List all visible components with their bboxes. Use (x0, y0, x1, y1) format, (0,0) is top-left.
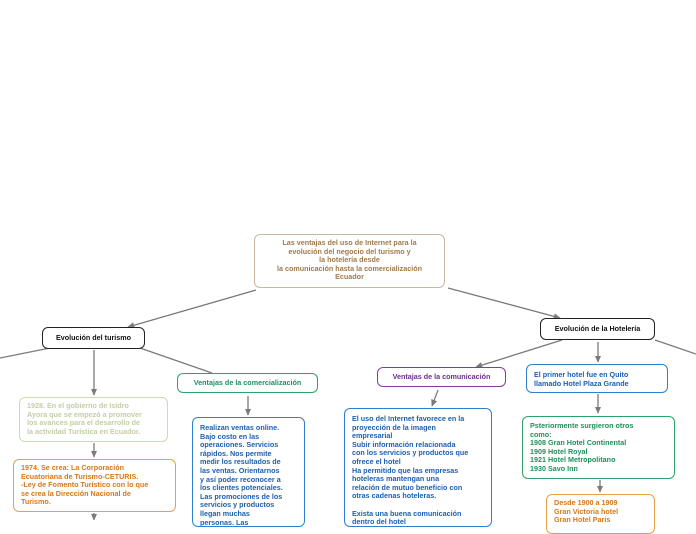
node-primer-hotel[interactable]: El primer hotel fue en Quito llamado Hot… (526, 364, 668, 393)
link-hoteleria-comunicacion (475, 339, 563, 369)
link-center-turismo (127, 289, 257, 329)
subtopic-ventajas-comunicacion[interactable]: Ventajas de la comunicación (377, 367, 506, 387)
node-desde-1900[interactable]: Desde 1900 a 1909 Gran Victoria hotel Gr… (546, 494, 655, 534)
link-hoteleria-offscreen (654, 339, 696, 355)
link-center-hoteleria (447, 287, 561, 320)
link-turismo-offscreen (0, 347, 51, 359)
subtopic-ventajas-comercializacion[interactable]: Ventajas de la comercialización (177, 373, 318, 393)
topic-evolucion-hoteleria[interactable]: Evolución de la Hotelería (540, 318, 655, 340)
link-comunicacion-body (431, 389, 439, 407)
node-1928[interactable]: 1928. En el gobierno de Isidro Ayora que… (19, 397, 168, 442)
node-comunicacion-detalle[interactable]: El uso del Internet favorece en la proye… (344, 408, 492, 527)
connector-lines (0, 287, 696, 520)
node-comercializacion-detalle[interactable]: Realizan ventas online. Bajo costo en la… (192, 417, 305, 527)
node-otros-hoteles[interactable]: Psteriormente surgieron otros como: 1908… (522, 416, 675, 479)
node-1974[interactable]: 1974. Se crea: La Corporación Ecuatorian… (13, 459, 176, 512)
link-turismo-comercializacion (139, 347, 213, 374)
mind-map-canvas: Las ventajas del uso de Internet para la… (0, 234, 696, 534)
topic-evolucion-turismo[interactable]: Evolución del turismo (42, 327, 145, 349)
central-topic[interactable]: Las ventajas del uso de Internet para la… (254, 234, 445, 288)
